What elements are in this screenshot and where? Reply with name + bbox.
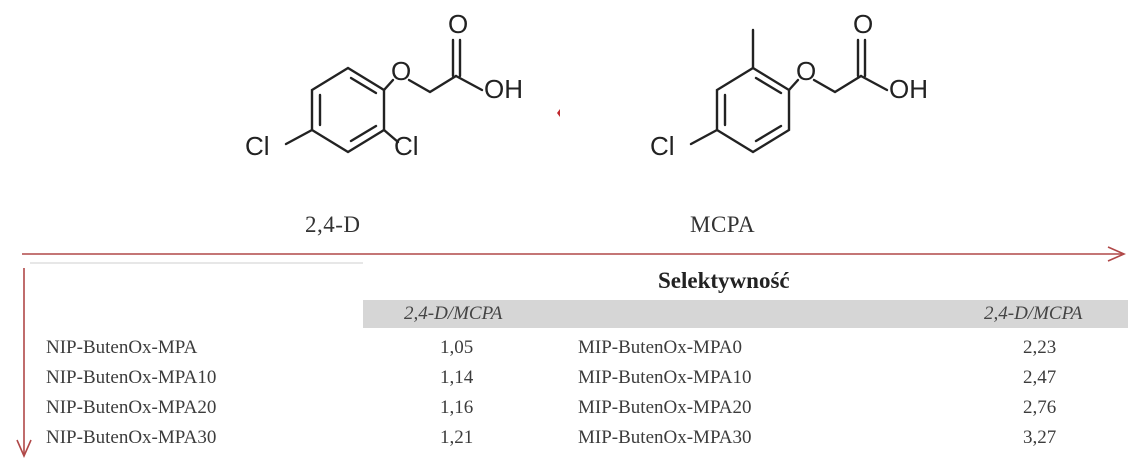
hydroxyl-bond [454,74,484,92]
table-row-mip-value: 2,76 [1023,397,1057,418]
table-row-nip-name: NIP-ButenOx-MPA [46,337,198,358]
chlorine-para-label: Cl [650,131,675,161]
table-row-mip-name: MIP-ButenOx-MPA20 [578,397,752,418]
ring-double-bond [754,124,783,143]
column-header-bar [363,300,1128,328]
table-row-mip-name: MIP-ButenOx-MPA0 [578,337,742,358]
table-row-nip-name: NIP-ButenOx-MPA20 [46,397,217,418]
hydroxyl-bond [859,74,889,92]
compound-name-mcpa: MCPA [690,212,756,237]
molecule-2-4-d: O O OH Cl Cl [245,9,560,161]
table-row-nip-value: 1,05 [440,337,474,358]
table-row-nip-value: 1,14 [440,367,474,388]
ether-bond [812,74,863,94]
carbonyl-oxygen-label: O [448,9,468,39]
ether-oxygen-label: O [796,56,816,86]
chlorine-para-label: Cl [245,131,270,161]
hydroxyl-label: OH [889,74,928,104]
vertical-arrowhead-icon [16,439,32,458]
ether-bond [382,78,395,92]
table-title: Selektywność [658,268,790,293]
table-row-mip-value: 2,47 [1023,367,1057,388]
ring-double-bond [349,76,378,95]
compound-name-2-4-d: 2,4-D [305,212,361,237]
table-row-mip-value: 2,23 [1023,337,1057,358]
ether-bond [787,78,800,92]
cl-bond [382,128,400,144]
ring-double-bond [349,124,378,143]
cl-bond [284,128,314,146]
horizontal-arrowhead-icon [1107,246,1126,262]
table-row-mip-value: 3,27 [1023,427,1057,448]
ether-oxygen-label: O [391,56,411,86]
table-row-nip-name: NIP-ButenOx-MPA30 [46,427,217,448]
comparison-chevron-icon [557,109,560,117]
ether-bond [407,74,458,94]
carbonyl-oxygen-label: O [853,9,873,39]
molecule-mcpa: O O OH Cl [650,9,928,161]
cl-bond [689,128,719,146]
chlorine-ortho-label: Cl [394,131,419,161]
hydroxyl-label: OH [484,74,523,104]
table-row-mip-name: MIP-ButenOx-MPA10 [578,367,752,388]
carbonyl-double-bond [856,38,867,78]
table-row-nip-value: 1,16 [440,397,474,418]
ring-double-bond [754,76,783,95]
table-row-nip-value: 1,21 [440,427,474,448]
carbonyl-double-bond [451,38,462,78]
table-row-nip-name: NIP-ButenOx-MPA10 [46,367,217,388]
column-header-mip-selectivity: 2,4-D/MCPA [984,303,1083,324]
table-row-mip-name: MIP-ButenOx-MPA30 [578,427,752,448]
column-header-nip-selectivity: 2,4-D/MCPA [404,303,503,324]
